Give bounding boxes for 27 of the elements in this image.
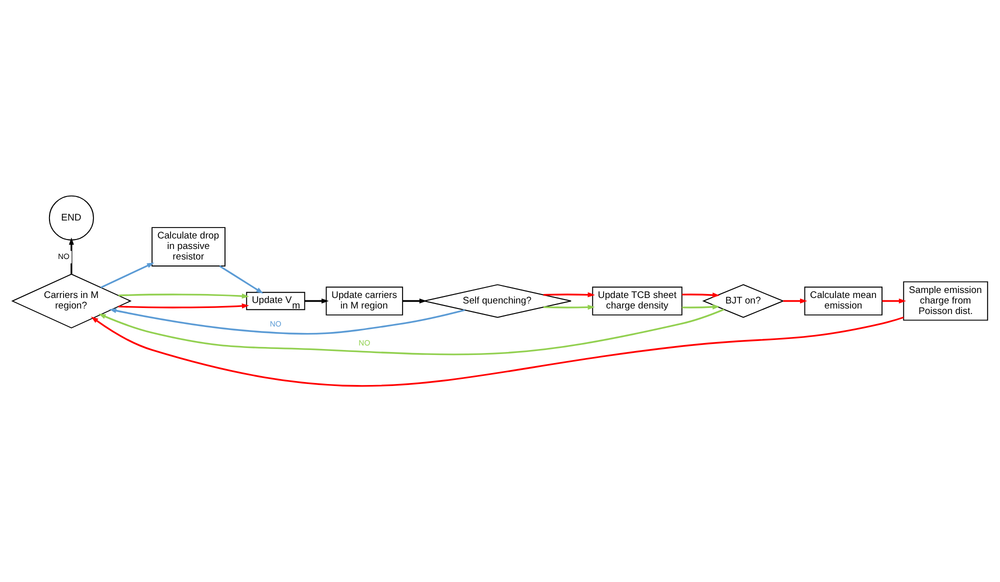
node-diamond: Self quenching? [424,284,572,318]
arrow [783,298,808,304]
arrow [98,308,724,356]
arrow [402,298,427,304]
arrow [882,298,906,304]
arrow [118,303,250,308]
node-box: Update carriers in M region [326,286,404,316]
edge-label: NO [58,252,70,261]
arrow [68,238,74,274]
arrow [543,292,595,298]
arrow [219,265,264,294]
node-box: Calculate drop in passive resistor [152,227,226,266]
arrow [100,262,154,288]
arrow [304,298,329,304]
arrow [543,304,595,310]
arrow [682,292,720,298]
node-diamond: Carriers in M region? [11,274,132,328]
node-box: Update TCB sheet charge density [592,286,682,316]
node-box: Calculate mean emission [804,286,882,316]
node-diamond: BJT on? [702,284,784,318]
edge-label: NO [358,338,370,348]
edge-label: NO [270,319,282,328]
node-box: Sample emission charge from Poisson dist. [903,281,988,321]
arrow [682,304,720,310]
arrow [118,294,250,299]
node-circle: END [48,195,94,240]
arrow [109,308,465,335]
